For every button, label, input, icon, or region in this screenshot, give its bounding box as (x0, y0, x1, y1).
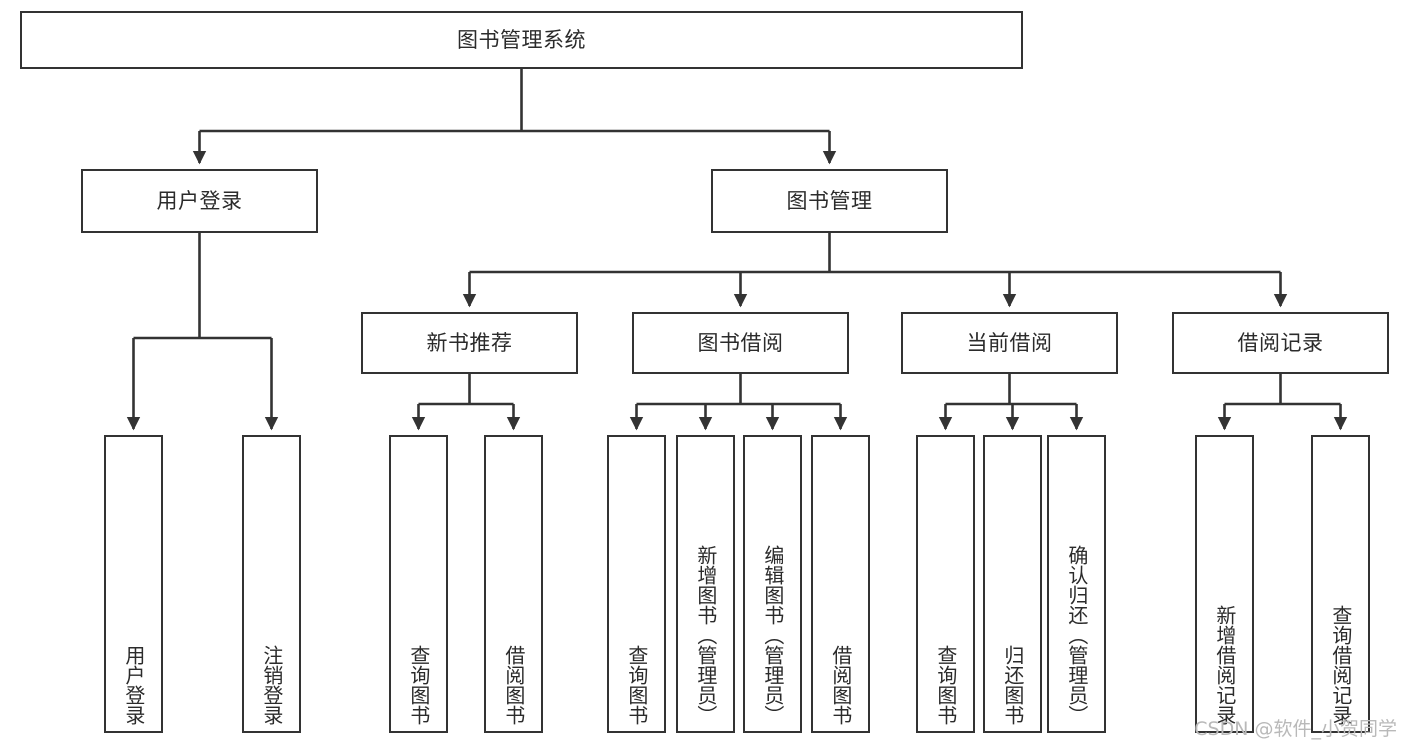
leaf-recommend-borrow-book[interactable]: 借阅图书 (484, 435, 543, 733)
node-book-management[interactable]: 图书管理 (711, 169, 948, 233)
node-label: 查询图书 (624, 645, 649, 725)
node-label: 用户登录 (156, 188, 243, 213)
node-label: 归还图书 (1000, 645, 1025, 725)
node-root-system[interactable]: 图书管理系统 (20, 11, 1023, 69)
node-current-borrow[interactable]: 当前借阅 (901, 312, 1118, 374)
node-new-book-recommend[interactable]: 新书推荐 (361, 312, 578, 374)
leaf-current-confirm-return-admin[interactable]: 确认归还（管理员） (1047, 435, 1106, 733)
node-label: 用户登录 (121, 645, 146, 725)
leaf-current-query-book[interactable]: 查询图书 (916, 435, 975, 733)
leaf-record-query-record[interactable]: 查询借阅记录 (1311, 435, 1370, 733)
watermark: CSDN @软件_小贺同学 (1194, 718, 1397, 740)
node-label: 图书管理系统 (457, 27, 586, 52)
node-label: 查询图书 (406, 645, 431, 725)
leaf-user-login-login[interactable]: 用户登录 (104, 435, 163, 733)
leaf-current-return-book[interactable]: 归还图书 (983, 435, 1042, 733)
leaf-recommend-query-book[interactable]: 查询图书 (389, 435, 448, 733)
node-borrow-record[interactable]: 借阅记录 (1172, 312, 1389, 374)
leaf-record-add-record[interactable]: 新增借阅记录 (1195, 435, 1254, 733)
node-label: 确认归还（管理员） (1064, 545, 1089, 725)
node-label: 借阅图书 (501, 645, 526, 725)
leaf-borrow-add-book-admin[interactable]: 新增图书（管理员） (676, 435, 735, 733)
node-label: 当前借阅 (966, 330, 1053, 355)
node-label: 查询图书 (933, 645, 958, 725)
node-label: 新增图书（管理员） (693, 545, 718, 725)
leaf-borrow-borrow-book[interactable]: 借阅图书 (811, 435, 870, 733)
node-label: 新书推荐 (426, 330, 513, 355)
node-label: 新增借阅记录 (1212, 605, 1237, 725)
leaf-borrow-query-book[interactable]: 查询图书 (607, 435, 666, 733)
node-label: 图书借阅 (697, 330, 784, 355)
node-book-borrow[interactable]: 图书借阅 (632, 312, 849, 374)
node-label: 注销登录 (259, 645, 284, 725)
node-label: 借阅记录 (1237, 330, 1324, 355)
node-user-login[interactable]: 用户登录 (81, 169, 318, 233)
leaf-borrow-edit-book-admin[interactable]: 编辑图书（管理员） (743, 435, 802, 733)
leaf-user-login-logout[interactable]: 注销登录 (242, 435, 301, 733)
node-label: 编辑图书（管理员） (760, 545, 785, 725)
node-label: 借阅图书 (828, 645, 853, 725)
node-label: 图书管理 (786, 188, 873, 213)
node-label: 查询借阅记录 (1328, 605, 1353, 725)
